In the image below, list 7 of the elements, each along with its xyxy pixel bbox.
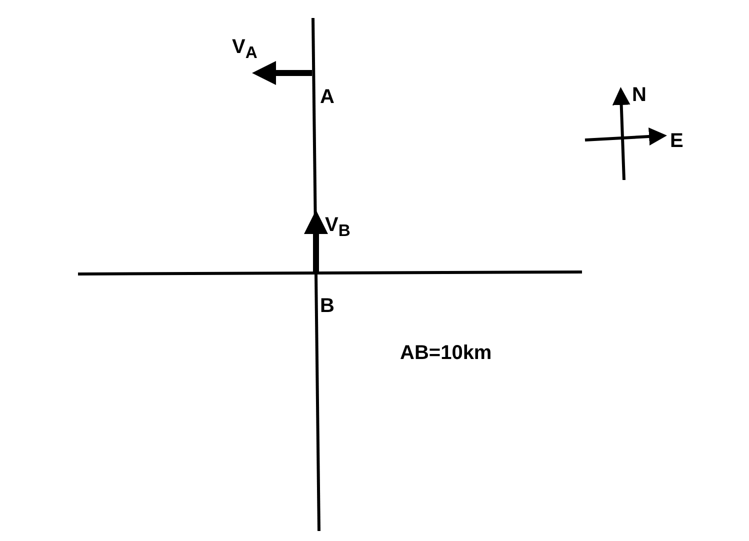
velocity-label: V$_{A}$ bbox=[232, 36, 258, 64]
point-label: A bbox=[320, 86, 334, 108]
distance-label: AB=10km bbox=[400, 342, 492, 364]
point-label: B bbox=[320, 295, 334, 317]
compass-label: E bbox=[670, 130, 684, 152]
compass-label: N bbox=[632, 84, 646, 106]
velocity-label: V$_{B}$ bbox=[325, 214, 350, 242]
